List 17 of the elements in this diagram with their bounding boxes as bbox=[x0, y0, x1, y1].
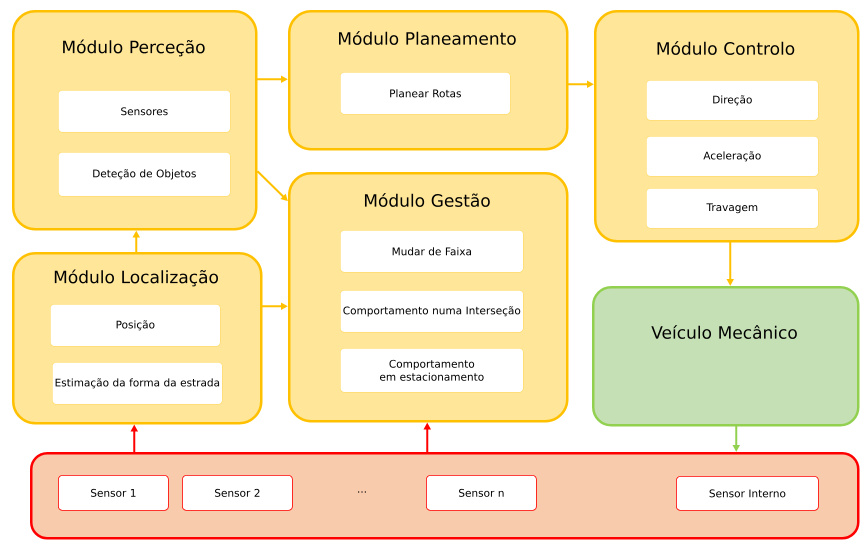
component-box: Direção bbox=[646, 80, 819, 121]
component-box: Estimação da forma da estrada bbox=[52, 362, 223, 405]
sensor-box: Sensor 2 bbox=[182, 475, 293, 511]
vehicle-box: Veículo Mecânico bbox=[592, 286, 860, 426]
sensor-box: Sensor n bbox=[426, 475, 537, 511]
sensor-box: Sensor Interno bbox=[676, 476, 819, 511]
component-box: Travagem bbox=[646, 188, 819, 229]
component-box: Comportamento em estacionamento bbox=[340, 348, 524, 393]
ellipsis-text: ... bbox=[358, 491, 366, 493]
sensor-box: Sensor 1 bbox=[58, 475, 169, 511]
component-box: Planear Rotas bbox=[340, 72, 511, 115]
component-box: Deteção de Objetos bbox=[58, 152, 231, 197]
component-box: Aceleração bbox=[646, 136, 819, 177]
component-box: Sensores bbox=[58, 90, 231, 133]
component-box: Comportamento numa Interseção bbox=[340, 290, 524, 333]
component-box: Posição bbox=[50, 304, 221, 347]
component-box: Mudar de Faixa bbox=[340, 230, 524, 273]
